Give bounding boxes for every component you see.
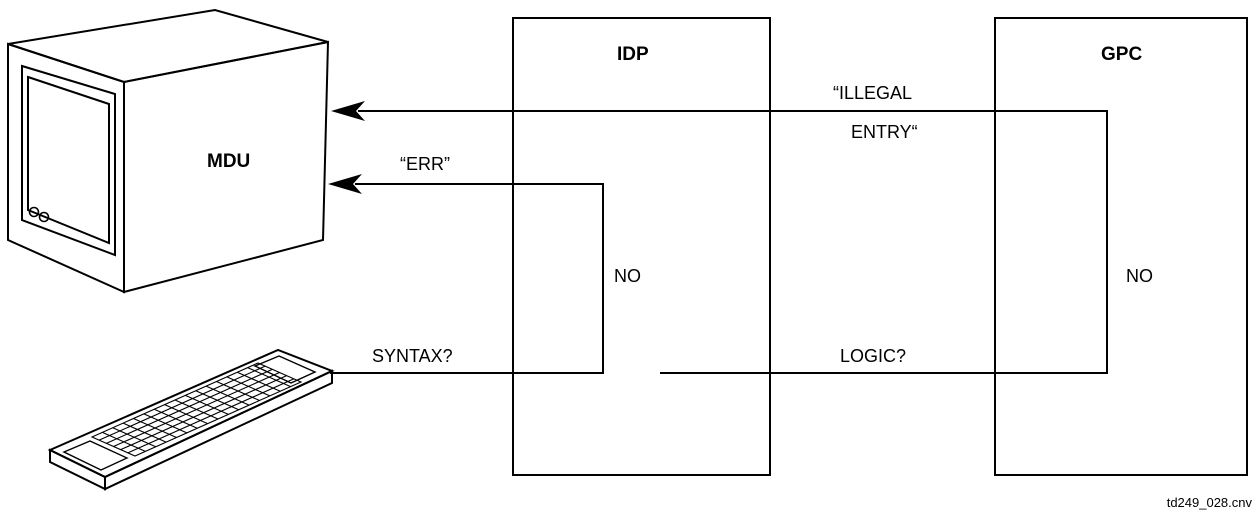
mdu-knobs	[28, 206, 50, 223]
err-arrowhead	[328, 174, 362, 194]
illegal-entry-arrowhead	[331, 101, 365, 121]
gpc-box	[994, 17, 1248, 476]
knob-icon	[28, 206, 40, 218]
logic-path-line	[358, 110, 1108, 374]
syntax-label: SYNTAX?	[372, 346, 453, 366]
logic-label: LOGIC?	[840, 346, 906, 366]
gpc-label: GPC	[1101, 44, 1142, 65]
illegal-entry-label-line1: “ILLEGAL	[833, 83, 912, 103]
idp-label: IDP	[617, 44, 649, 65]
gpc-no-label: NO	[1126, 266, 1153, 286]
knob-icon	[38, 211, 50, 223]
syntax-path-line	[330, 183, 604, 374]
figure-id-label: td249_028.cnv	[1167, 495, 1253, 510]
err-label: “ERR”	[400, 154, 450, 174]
idp-box	[512, 17, 771, 476]
keyboard-icon	[47, 348, 335, 491]
mdu-label: MDU	[207, 151, 250, 172]
illegal-entry-label-line2: ENTRY“	[851, 122, 918, 142]
idp-no-label: NO	[614, 266, 641, 286]
keyboard-keys	[90, 362, 303, 457]
mdu-monitor-icon	[7, 8, 330, 294]
